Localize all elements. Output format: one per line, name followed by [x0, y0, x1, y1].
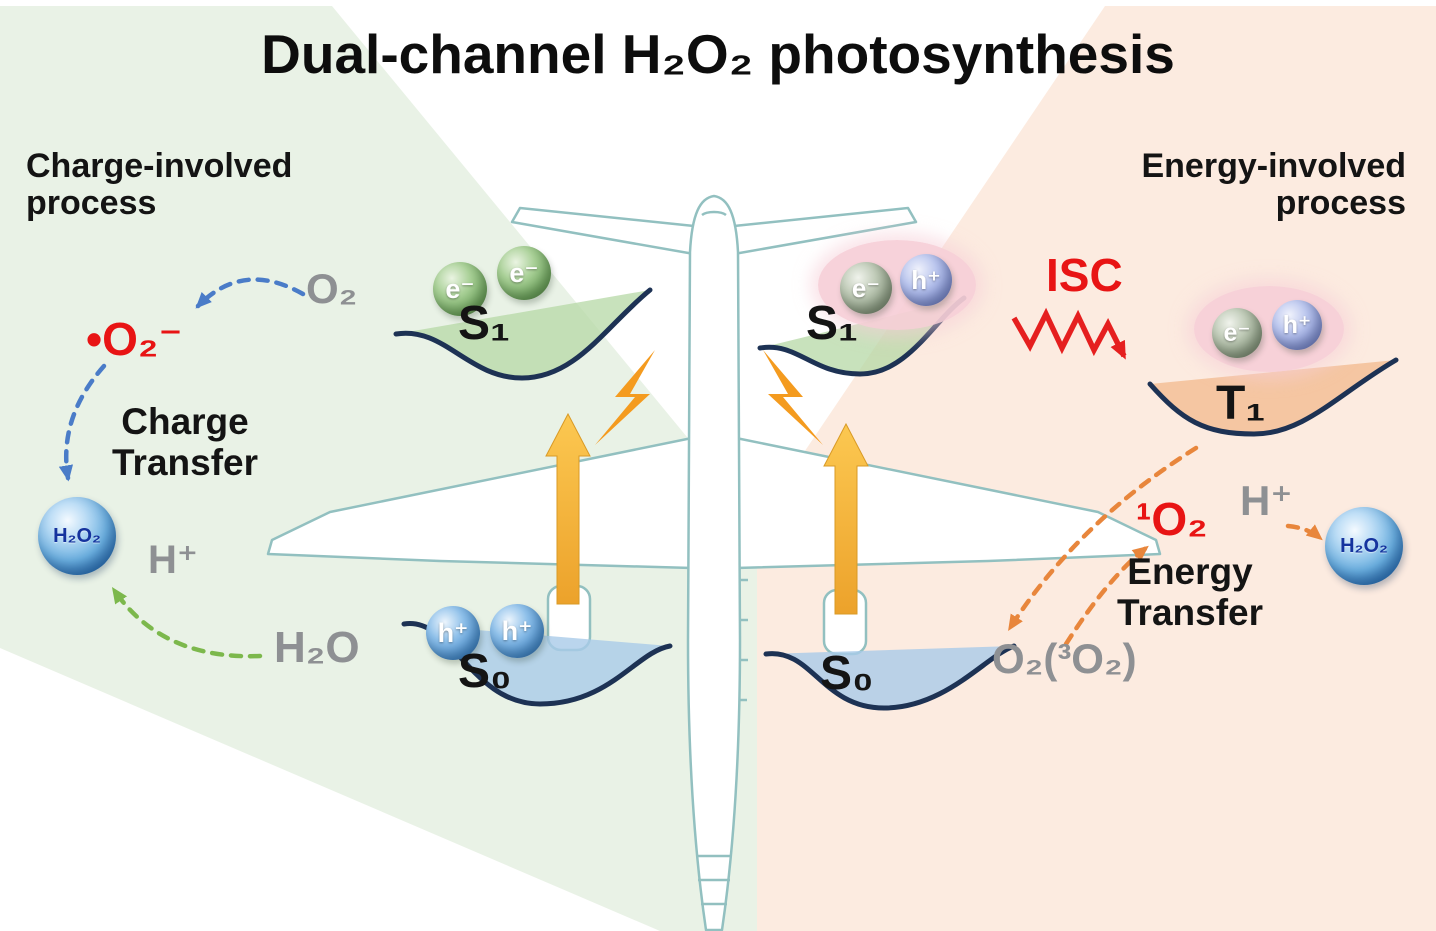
hole-label: h⁺	[911, 264, 941, 295]
h2o-label: H₂O	[274, 623, 360, 672]
electron-ball: e⁻	[1212, 308, 1262, 358]
s1-state-label-right: S₁	[806, 297, 858, 350]
h-plus-label-left: H⁺	[148, 538, 198, 582]
energy-transfer-line1: Energy	[1127, 551, 1253, 592]
o2-label: O₂	[306, 265, 358, 312]
hole-ball: h⁺	[1272, 300, 1322, 350]
charge-process-header-line2: process	[26, 184, 157, 223]
isc-arrow	[1011, 307, 1127, 360]
excitation-arrows	[545, 350, 869, 615]
excitation-arrow-left	[545, 412, 591, 605]
charge-transfer-line2: Transfer	[111, 441, 258, 483]
charge-process-header-line1: Charge-involved	[26, 147, 293, 185]
h2o2-label: H₂O₂	[1340, 534, 1388, 557]
s1-curve-left	[393, 287, 653, 381]
hole-ball: h⁺	[490, 604, 544, 658]
s1-state-label-left: S₁	[458, 297, 510, 350]
t1-curve	[1147, 357, 1399, 437]
electron-label: e⁻	[445, 273, 475, 304]
superoxide-to-h2o2-arrow	[58, 363, 107, 482]
electron-ball: e⁻	[433, 262, 487, 316]
singlet-o2-label: ¹O₂	[1136, 493, 1208, 545]
process-arrows	[58, 277, 1323, 659]
h2o2-molecule-right: H₂O₂	[1325, 507, 1403, 585]
s0-curve-right	[763, 643, 1017, 711]
hole-label: h⁺	[1282, 311, 1312, 339]
energy-transfer-line2: Transfer	[1116, 591, 1263, 633]
hole-ball: h⁺	[426, 606, 480, 660]
excitation-arrow-right	[823, 422, 869, 615]
electron-label: e⁻	[851, 272, 881, 303]
h-plus-label-right: H⁺	[1240, 477, 1293, 524]
superoxide-label: •O₂⁻	[86, 313, 183, 365]
energy-process-header: Energy-involved process	[1141, 147, 1406, 223]
diagram-title: Dual-channel H₂O₂ photosynthesis	[261, 23, 1175, 85]
charge-transfer-label: Charge Transfer	[70, 401, 300, 483]
t1-to-ground-o2-arrow	[1007, 445, 1199, 632]
energy-transfer-label: Energy Transfer	[1080, 551, 1300, 633]
ground-o2-to-singlet-arrow	[1063, 545, 1149, 647]
h2o-to-h2o2-arrow	[111, 587, 263, 659]
energy-process-header-line2: process	[1275, 184, 1406, 223]
energy-process-header-line1: Energy-involved	[1141, 147, 1406, 185]
h2o2-molecule-left: H₂O₂	[38, 497, 116, 575]
electron-ball: e⁻	[840, 262, 892, 314]
hole-label: h⁺	[437, 617, 469, 648]
h2o2-label: H₂O₂	[53, 524, 101, 547]
lightning-icon-right	[763, 350, 823, 445]
charge-transfer-line1: Charge	[121, 401, 249, 442]
isc-label: ISC	[1046, 249, 1123, 301]
charge-process-header: Charge-involved process	[26, 147, 293, 223]
electron-label: e⁻	[509, 257, 539, 288]
hole-ball: h⁺	[900, 254, 952, 306]
electron-ball: e⁻	[497, 246, 551, 300]
ground-o2-label: O₂(³O₂)	[992, 635, 1137, 682]
t1-state-label: T₁	[1216, 377, 1266, 430]
lightning-icon-left	[595, 350, 655, 445]
s0-state-label-right: S₀	[820, 647, 874, 700]
electron-label: e⁻	[1223, 319, 1251, 347]
o2-to-superoxide-arrow	[195, 277, 306, 309]
s0-state-label-left: S₀	[458, 645, 512, 698]
singlet-to-h2o2-arrow	[1285, 523, 1323, 541]
hole-label: h⁺	[501, 615, 533, 646]
